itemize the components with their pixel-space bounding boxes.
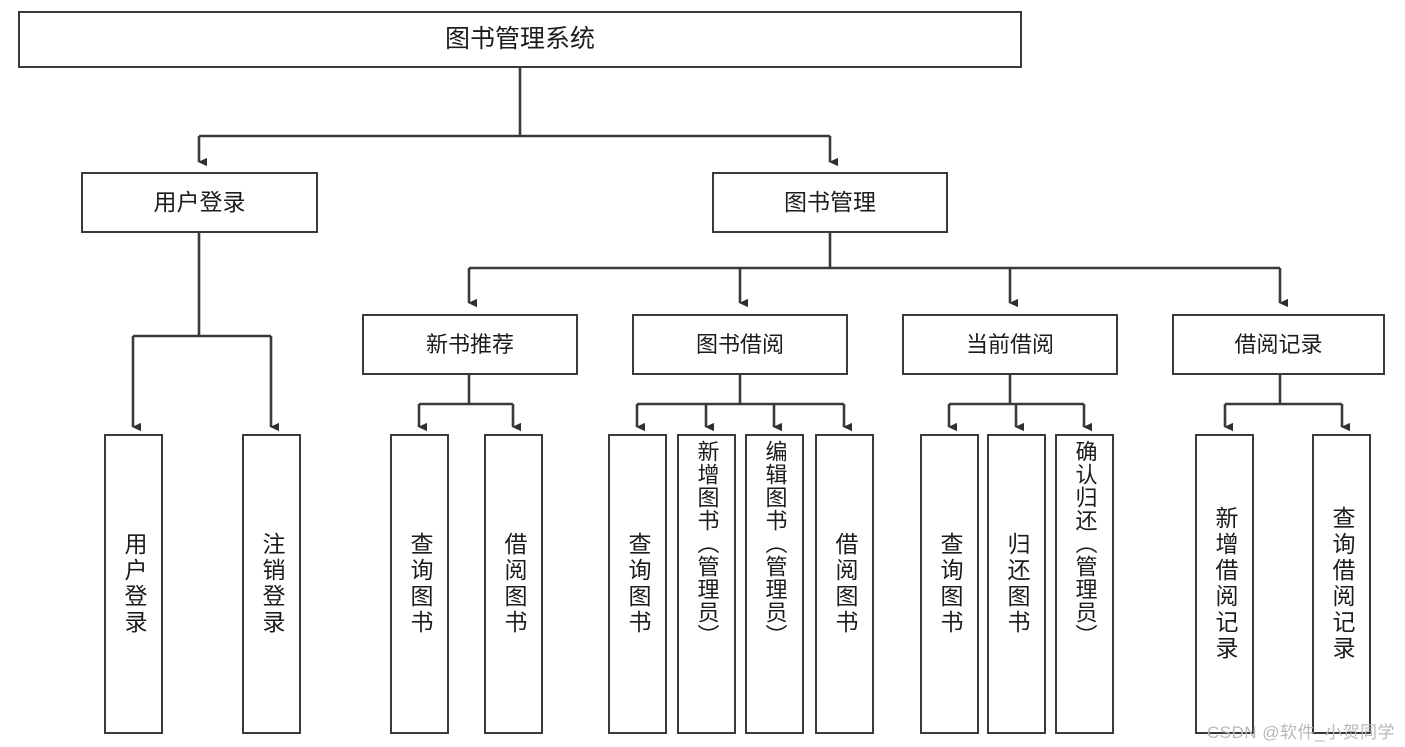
node-label: 查询借阅记录 bbox=[1329, 506, 1355, 662]
node-label: 用户登录 bbox=[121, 532, 147, 636]
node-user-login[interactable]: 用户登录 bbox=[81, 172, 318, 233]
node-new-book-recommend[interactable]: 新书推荐 bbox=[362, 314, 578, 375]
leaf-query-borrow-record[interactable]: 查询借阅记录 bbox=[1312, 434, 1371, 734]
node-label: 新书推荐 bbox=[425, 331, 514, 357]
node-label: 用户登录 bbox=[153, 188, 246, 215]
leaf-query-book-recommend[interactable]: 查询图书 bbox=[390, 434, 449, 734]
node-root-book-management-system[interactable]: 图书管理系统 bbox=[18, 11, 1022, 68]
node-label: 确认归还（管理员） bbox=[1072, 440, 1098, 647]
node-label: 注销登录 bbox=[259, 532, 285, 636]
leaf-confirm-return-admin[interactable]: 确认归还（管理员） bbox=[1055, 434, 1114, 734]
leaf-borrow-book[interactable]: 借阅图书 bbox=[815, 434, 874, 734]
node-label: 图书管理系统 bbox=[444, 24, 595, 53]
node-current-borrow[interactable]: 当前借阅 bbox=[902, 314, 1118, 375]
node-label: 归还图书 bbox=[1004, 532, 1030, 636]
node-label: 编辑图书（管理员） bbox=[762, 440, 788, 647]
leaf-edit-book-admin[interactable]: 编辑图书（管理员） bbox=[745, 434, 804, 734]
node-label: 图书借阅 bbox=[695, 331, 784, 357]
leaf-logout-login[interactable]: 注销登录 bbox=[242, 434, 301, 734]
node-label: 查询图书 bbox=[625, 532, 651, 636]
leaf-user-login[interactable]: 用户登录 bbox=[104, 434, 163, 734]
csdn-watermark: CSDN @软件_小贺同学 bbox=[1206, 723, 1395, 742]
leaf-return-book[interactable]: 归还图书 bbox=[987, 434, 1046, 734]
node-label: 新增图书（管理员） bbox=[694, 440, 720, 647]
leaf-query-book-borrow[interactable]: 查询图书 bbox=[608, 434, 667, 734]
node-label: 查询图书 bbox=[407, 532, 433, 636]
node-book-borrow[interactable]: 图书借阅 bbox=[632, 314, 848, 375]
leaf-borrow-book-recommend[interactable]: 借阅图书 bbox=[484, 434, 543, 734]
node-label: 借阅记录 bbox=[1234, 331, 1323, 357]
leaf-query-book-current[interactable]: 查询图书 bbox=[920, 434, 979, 734]
node-book-management[interactable]: 图书管理 bbox=[712, 172, 948, 233]
node-borrow-record[interactable]: 借阅记录 bbox=[1172, 314, 1385, 375]
node-label: 查询图书 bbox=[937, 532, 963, 636]
node-label: 图书管理 bbox=[784, 188, 876, 215]
node-label: 当前借阅 bbox=[965, 331, 1054, 357]
node-label: 新增借阅记录 bbox=[1212, 506, 1238, 662]
leaf-add-borrow-record[interactable]: 新增借阅记录 bbox=[1195, 434, 1254, 734]
node-label: 借阅图书 bbox=[501, 532, 527, 636]
node-label: 借阅图书 bbox=[832, 532, 858, 636]
leaf-add-book-admin[interactable]: 新增图书（管理员） bbox=[677, 434, 736, 734]
